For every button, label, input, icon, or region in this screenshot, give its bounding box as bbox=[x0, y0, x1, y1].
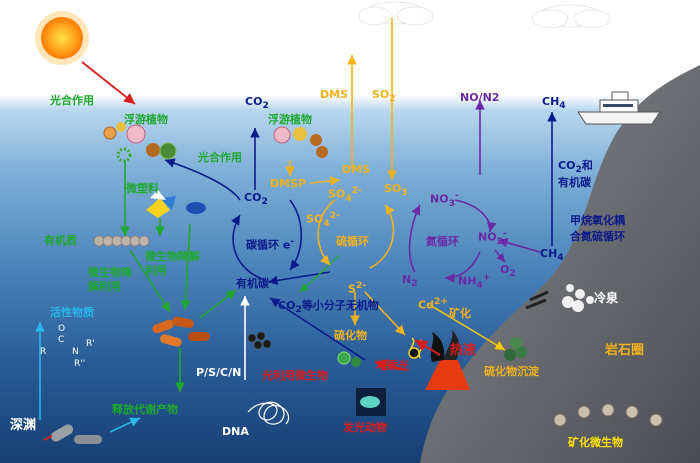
label-organic-carbon: 有机碳 bbox=[236, 277, 269, 290]
label-microbe-degrade-left: 微生物降解利用 bbox=[88, 266, 132, 293]
label-organic-carbon-right: 有机碳 bbox=[558, 176, 591, 189]
no2-to-o2-arrow bbox=[494, 249, 506, 263]
label-no-n2: NO/N2 bbox=[460, 91, 500, 104]
label-methane-coupling: 甲烷氧化耦合氮硫循环 bbox=[570, 214, 625, 243]
dmsp-to-dms-arrow bbox=[309, 176, 341, 186]
label-abyss: 深渊 bbox=[10, 418, 37, 433]
dna-icon bbox=[247, 401, 289, 425]
sulfur-cycle-arc-2 bbox=[369, 204, 395, 269]
s2-to-vent-arrow bbox=[364, 291, 406, 336]
sulfide-microbe-icon bbox=[337, 351, 361, 367]
plastic-to-bacteria-arrow bbox=[180, 223, 191, 311]
dark-cells-icon bbox=[247, 331, 272, 350]
chem-r1: R' bbox=[86, 339, 95, 349]
label-nh4: NH4+ bbox=[458, 272, 491, 291]
label-co2-mid: CO2 bbox=[244, 191, 268, 208]
carbon-cycle-arc bbox=[289, 199, 302, 271]
photosynthesis-arrow bbox=[81, 61, 136, 105]
label-so3: SO3 bbox=[384, 182, 408, 199]
label-nitrogen-cycle: 氮循环 bbox=[426, 235, 459, 248]
label-photosynthesis-mid: 光合作用 bbox=[198, 151, 242, 164]
cd-to-precip-arrow bbox=[429, 304, 506, 351]
label-psn: P/S/C/N bbox=[196, 366, 242, 379]
label-co2-and-c: CO2和 bbox=[558, 159, 593, 176]
carbon-cycle-arc-2 bbox=[230, 214, 266, 281]
mineral-microbe-icon bbox=[553, 403, 663, 427]
vent-icon bbox=[425, 330, 470, 390]
label-so4-b: SO42- bbox=[306, 210, 340, 229]
label-microbe-degrade-right: 微生物降解利用 bbox=[145, 250, 200, 277]
microplastic-icon bbox=[146, 190, 206, 218]
label-mineralization: 矿化 bbox=[449, 307, 471, 320]
phytoplankton-icon bbox=[103, 122, 177, 163]
label-phytoplankton-left: 浮游植物 bbox=[124, 113, 168, 126]
label-dmsp: DMSP bbox=[270, 177, 307, 190]
sun-icon bbox=[35, 11, 89, 65]
om-to-bacteria-arrow bbox=[129, 249, 171, 313]
label-no3: NO3- bbox=[430, 190, 459, 209]
microbe-to-organic-arrow bbox=[269, 297, 366, 361]
chem-o: O bbox=[58, 324, 66, 334]
sulfur-cycle-arc bbox=[317, 199, 336, 266]
co2-to-phyto-arrow bbox=[164, 158, 241, 201]
s2-green-arrow bbox=[299, 254, 341, 293]
label-so2-top: SO2 bbox=[372, 88, 396, 105]
chem-n: N bbox=[72, 347, 79, 357]
label-sulfide: 硫化物 bbox=[334, 329, 367, 342]
ch4-to-no2-arrow bbox=[497, 238, 541, 253]
bacteria-to-organic-arrow bbox=[199, 289, 237, 319]
organic-matter-chain bbox=[93, 235, 150, 247]
label-o2: O2 bbox=[500, 263, 516, 280]
label-luminous-animals: 发光动物 bbox=[343, 421, 387, 434]
phytoplankton-icon bbox=[273, 126, 328, 158]
label-n2: N2 bbox=[402, 273, 418, 290]
nitrogen-arc-1 bbox=[454, 199, 497, 233]
label-phytoplankton-mid: 浮游植物 bbox=[268, 113, 312, 126]
label-s2: S2- bbox=[348, 280, 367, 296]
nitrogen-arc-2 bbox=[444, 251, 481, 283]
sulfide-precip-icon bbox=[504, 337, 527, 361]
label-lithosphere: 岩石圈 bbox=[605, 343, 645, 358]
chem-r: R bbox=[40, 347, 47, 357]
label-microplastic: 微塑料 bbox=[126, 182, 159, 195]
bacteria-icon bbox=[152, 316, 210, 347]
nitrogen-arc-3 bbox=[408, 204, 421, 273]
geolight-arrow bbox=[374, 359, 406, 371]
label-dna: DNA bbox=[222, 425, 249, 438]
label-cd: Cd2+ bbox=[418, 296, 448, 312]
abyss-release-arrow bbox=[109, 417, 141, 433]
label-co2-top: CO2 bbox=[245, 95, 269, 112]
label-hydrothermal: 热液 bbox=[450, 343, 477, 358]
seep-bubbles-icon bbox=[525, 284, 594, 312]
label-dms-top: DMS bbox=[320, 88, 348, 101]
label-release-metabolites: 释放代谢产物 bbox=[112, 403, 178, 416]
label-so4-a: SO42- bbox=[328, 185, 362, 204]
vent-arrow bbox=[414, 339, 441, 356]
label-co2-small: CO2等小分子无机物 bbox=[278, 299, 379, 316]
label-dms-mid: DMS bbox=[342, 163, 370, 176]
bioluminescent-icon bbox=[356, 388, 386, 416]
label-ch4-top: CH4 bbox=[542, 95, 566, 112]
ship-icon bbox=[577, 91, 661, 125]
chem-c: C bbox=[58, 335, 65, 345]
label-sulfur-cycle: 硫循环 bbox=[336, 235, 369, 248]
label-cold-seep: 冷泉 bbox=[594, 291, 619, 305]
label-geo-light: 地质光 bbox=[376, 359, 409, 372]
label-active-compound: 活性物质 bbox=[50, 306, 94, 319]
label-sulfide-precip: 硫化物沉淀 bbox=[484, 365, 539, 378]
label-photosynthesis-top: 光合作用 bbox=[50, 94, 94, 107]
land-slope bbox=[420, 65, 700, 463]
chem-r2: R'' bbox=[74, 359, 86, 369]
cloud-icon bbox=[358, 1, 611, 29]
label-carbon-cycle: 碳循环 e- bbox=[246, 236, 295, 252]
label-organic-matter: 有机质 bbox=[44, 234, 77, 247]
label-light-microbes: 光利用微生物 bbox=[262, 369, 328, 382]
label-ch4-right: CH4 bbox=[540, 247, 564, 264]
abyss-organism-icon bbox=[43, 424, 102, 444]
label-no2: NO2- bbox=[478, 228, 507, 247]
label-mineral-microbes: 矿化微生物 bbox=[568, 436, 623, 449]
